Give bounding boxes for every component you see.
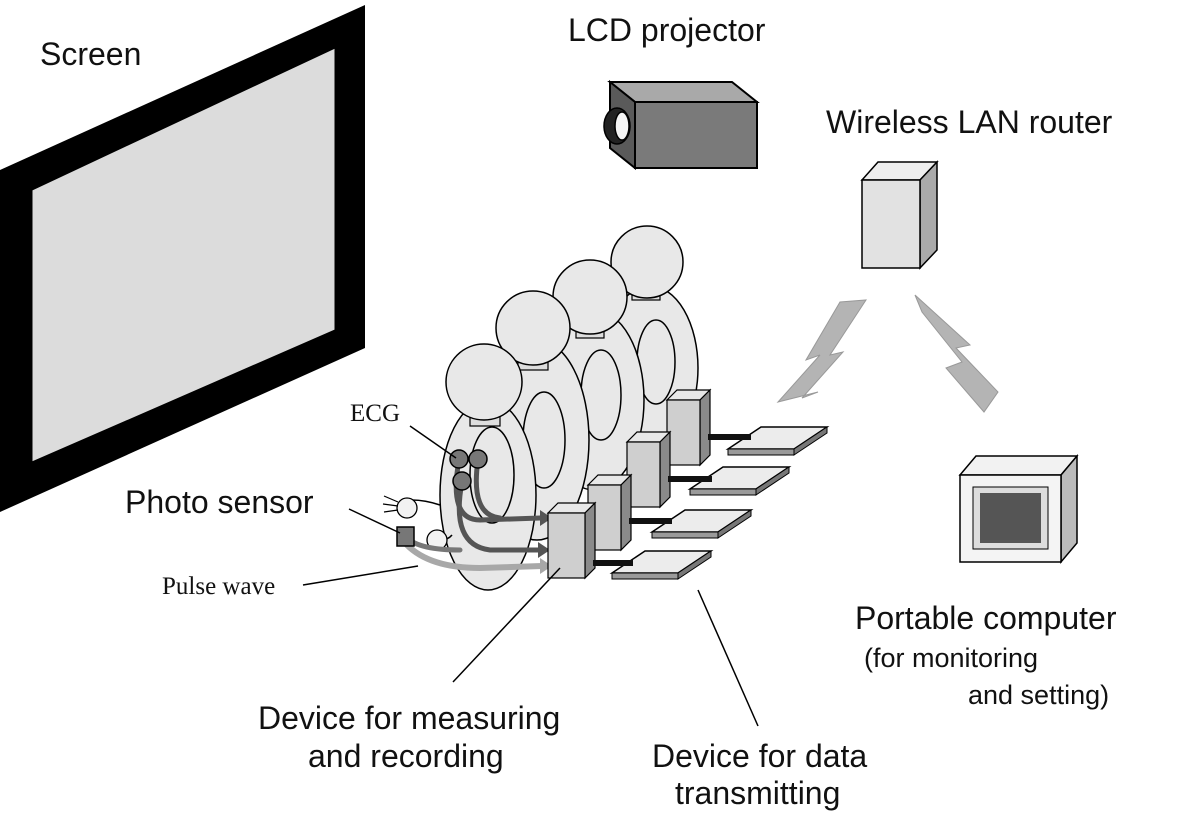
pulse-wave-label: Pulse wave xyxy=(162,573,276,600)
portable-computer-label: Portable computer xyxy=(855,600,1117,636)
portable-computer-note-line2: and setting) xyxy=(968,680,1110,710)
transmitter-icon xyxy=(609,550,714,580)
ecg-electrode-icon xyxy=(452,471,472,491)
ecg-electrode-icon xyxy=(449,449,469,469)
measuring-device-icon xyxy=(546,501,633,580)
screen-label: Screen xyxy=(40,36,142,72)
ecg-electrode-icon xyxy=(468,449,488,469)
measuring-device-icon xyxy=(665,388,751,467)
transmitter-icon xyxy=(687,466,792,496)
router-icon xyxy=(860,160,939,270)
transmitting-device-label-line1: Device for data xyxy=(652,738,868,774)
portable-computer-note-line1: (for monitoring xyxy=(864,643,1039,673)
person-icon xyxy=(382,343,537,591)
transmitter-icon xyxy=(725,426,830,456)
screen-icon xyxy=(0,5,365,512)
wireless-signal-icon xyxy=(914,294,999,413)
photo-sensor-label: Photo sensor xyxy=(125,484,314,520)
wireless-signal-icon xyxy=(776,299,867,403)
transmitter-icon xyxy=(649,509,754,539)
measuring-device-label-line1: Device for measuring xyxy=(258,700,561,736)
leader-lines xyxy=(302,425,759,727)
projector-icon xyxy=(603,79,760,171)
photo-sensor-icon xyxy=(396,526,415,547)
projector-label: LCD projector xyxy=(568,12,766,48)
measuring-device-label-line2: and recording xyxy=(308,738,504,774)
ecg-label: ECG xyxy=(350,400,400,427)
router-label: Wireless LAN router xyxy=(826,104,1113,140)
transmitting-device-label-line2: transmitting xyxy=(675,775,841,811)
laptop-icon xyxy=(958,453,1079,565)
